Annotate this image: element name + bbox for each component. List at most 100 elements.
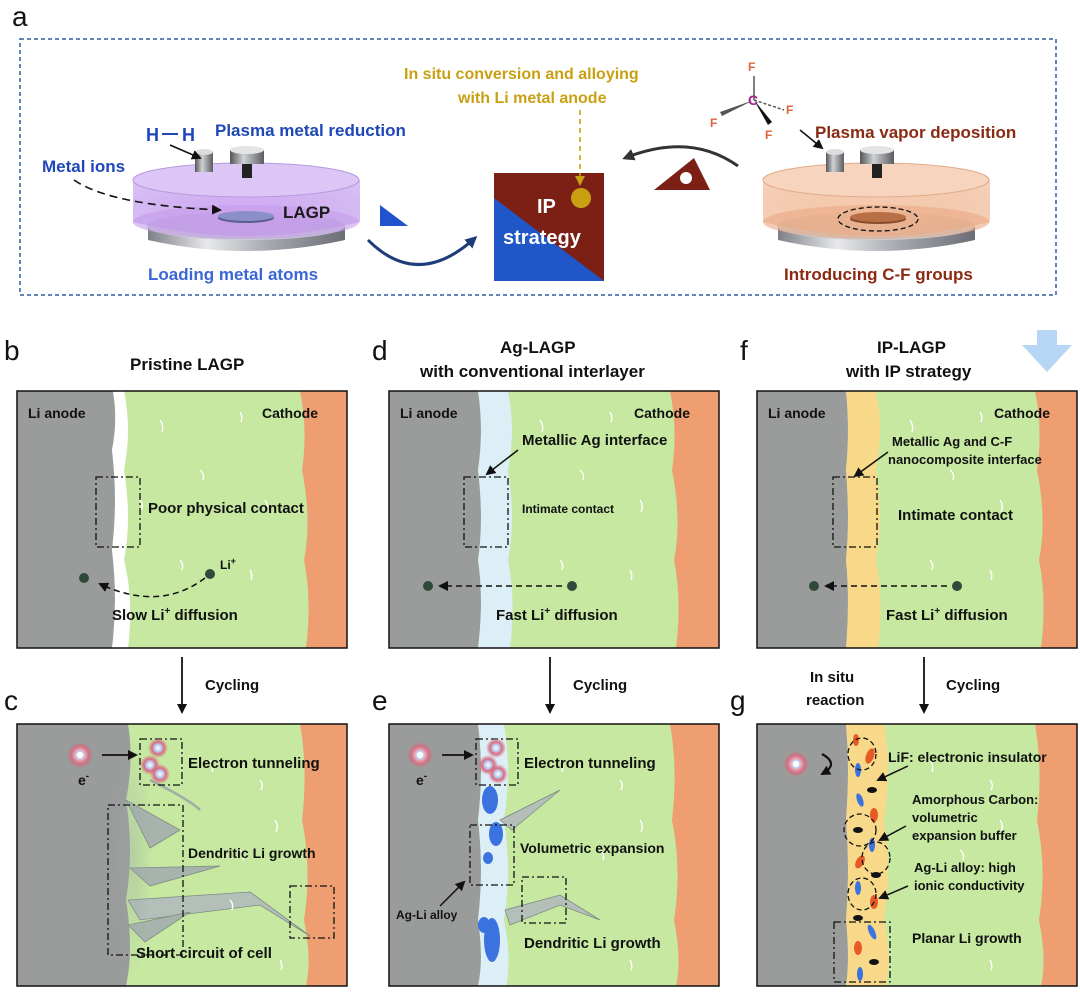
panel-f-interface-2: nanocomposite interface	[888, 452, 1042, 467]
cf-molecule	[720, 76, 785, 125]
panel-c-short-circuit: Short circuit of cell	[136, 945, 272, 962]
panel-d-border	[388, 390, 720, 649]
panel-f-cell	[757, 391, 1077, 648]
strategy-label: strategy	[503, 227, 582, 249]
panel-f-li-anode: Li anode	[768, 405, 826, 421]
panel-g-amorphous-3: expansion buffer	[912, 828, 1017, 843]
panel-e-electron-label: e-	[416, 771, 427, 788]
panel-c-cycling: Cycling	[205, 677, 259, 694]
panel-e-electron-tunneling: Electron tunneling	[524, 755, 656, 772]
down-arrow-icon	[1022, 330, 1072, 372]
panel-b-li-atom	[79, 573, 89, 583]
panel-g-electron-core	[791, 759, 801, 769]
panel-f-cathode: Cathode	[994, 405, 1050, 421]
panel-g-alloy-circle	[847, 877, 877, 911]
panel-f-interface-1: Metallic Ag and C-F	[892, 434, 1012, 449]
panel-f-li-ion	[952, 581, 962, 591]
panel-g-carbon-arrow	[878, 825, 907, 841]
plasma-reactor-left	[132, 146, 360, 251]
cf-arrow	[799, 129, 824, 150]
plasma-metal-reduction-label: Plasma metal reduction	[215, 121, 406, 140]
panel-g-lif: LiF: electronic insulator	[888, 749, 1047, 765]
panel-g-lif-arrow	[876, 765, 909, 782]
panel-g-in-situ-1: In situ	[810, 669, 854, 686]
panel-f-title-1: IP-LAGP	[877, 338, 946, 357]
panel-g-planar-box	[833, 921, 891, 983]
in-situ-conversion-label: In situ conversion and alloying	[404, 66, 639, 83]
panel-letter-a: a	[12, 1, 28, 32]
ip-label: IP	[537, 196, 556, 218]
panel-e-li-1	[486, 738, 506, 758]
panel-letter-f: f	[740, 335, 748, 366]
panel-e-ag-li-alloy: Ag-Li alloy	[396, 908, 458, 922]
panel-e-cycling: Cycling	[573, 677, 627, 694]
fluorine-top: F	[748, 60, 755, 74]
h2-right: H	[182, 125, 195, 145]
with-li-metal-anode-label: with Li metal anode	[457, 90, 607, 107]
panel-d-li-atom	[423, 581, 433, 591]
panel-letter-g: g	[730, 685, 746, 716]
panel-e-li-3	[488, 764, 508, 784]
panel-g-carbon-circle-1	[843, 813, 877, 847]
panel-e-volumetric: Volumetric expansion	[520, 840, 664, 856]
panel-g-amorphous-1: Amorphous Carbon:	[912, 792, 1038, 807]
blue-triangle-icon	[380, 205, 408, 226]
panel-g-cell	[757, 724, 1077, 986]
panel-b-li-ion	[205, 569, 215, 579]
panel-e-electron-core	[415, 750, 425, 760]
panel-c-electron-label: e-	[78, 771, 89, 788]
panel-d-title-2: with conventional interlayer	[419, 362, 645, 381]
panel-c-li-1	[148, 738, 168, 758]
panel-c-dendritic: Dendritic Li growth	[188, 845, 316, 861]
panel-b-border	[16, 390, 348, 649]
panel-d-metallic-ag: Metallic Ag interface	[522, 432, 667, 449]
panel-c-li-3	[150, 764, 170, 784]
fluorine-right: F	[786, 103, 793, 117]
ip-strategy-square	[494, 173, 604, 281]
plasma-vapor-deposition-label: Plasma vapor deposition	[815, 123, 1016, 142]
panel-f-interface-arrow	[853, 451, 889, 478]
panel-f-border	[756, 390, 1078, 649]
panel-b-poor-contact: Poor physical contact	[148, 500, 304, 517]
panel-a-frame	[19, 38, 1057, 296]
panel-c-electron-core	[75, 750, 85, 760]
loading-metal-atoms-label: Loading metal atoms	[148, 265, 318, 284]
panel-letter-b: b	[4, 335, 20, 366]
panel-g-carbon-circle-2	[861, 841, 891, 875]
panel-d-ag-arrow	[485, 449, 519, 476]
panel-f-contact-box	[832, 476, 878, 548]
panel-f-title-2: with IP strategy	[845, 362, 972, 381]
panel-e-volume-box	[469, 824, 515, 886]
h2-arrow	[169, 144, 202, 160]
panel-g-alloy-2: ionic conductivity	[914, 878, 1025, 893]
panel-e-cell	[389, 724, 719, 986]
panel-b-title: Pristine LAGP	[130, 355, 244, 374]
panel-g-alloy-1: Ag-Li alloy: high	[914, 860, 1016, 875]
panel-b-cathode: Cathode	[262, 405, 318, 421]
panel-f-li-atom	[809, 581, 819, 591]
panel-d-li-anode: Li anode	[400, 405, 458, 421]
panel-c-electron-tunneling: Electron tunneling	[188, 755, 320, 772]
panel-d-li-ion	[567, 581, 577, 591]
panel-e-dendrite-box	[521, 876, 567, 924]
panel-letter-c: c	[4, 685, 18, 716]
panel-f-fast-diffusion: Fast Li+ diffusion	[886, 606, 1008, 624]
panel-letter-d: d	[372, 335, 388, 366]
panel-g-border	[756, 723, 1078, 987]
metal-ions-arrow	[73, 179, 222, 215]
panel-g-reflect-arrow	[820, 753, 833, 775]
panel-d-intimate: Intimate contact	[522, 502, 614, 516]
panel-d-cathode: Cathode	[634, 405, 690, 421]
introducing-cf-label: Introducing C-F groups	[784, 265, 973, 284]
panel-e-border	[388, 723, 720, 987]
panel-e-alloy-arrow	[439, 880, 466, 907]
panel-g-lif-circle	[847, 737, 877, 771]
panel-b-li-ion-label: Li+	[220, 556, 236, 572]
panel-g-alloy-arrow	[878, 885, 909, 900]
panel-f-intimate: Intimate contact	[898, 507, 1013, 524]
panel-b-li-anode: Li anode	[28, 405, 86, 421]
panel-c-border	[16, 723, 348, 987]
panel-d-cell	[389, 391, 719, 648]
plasma-reactor-right	[762, 146, 990, 251]
